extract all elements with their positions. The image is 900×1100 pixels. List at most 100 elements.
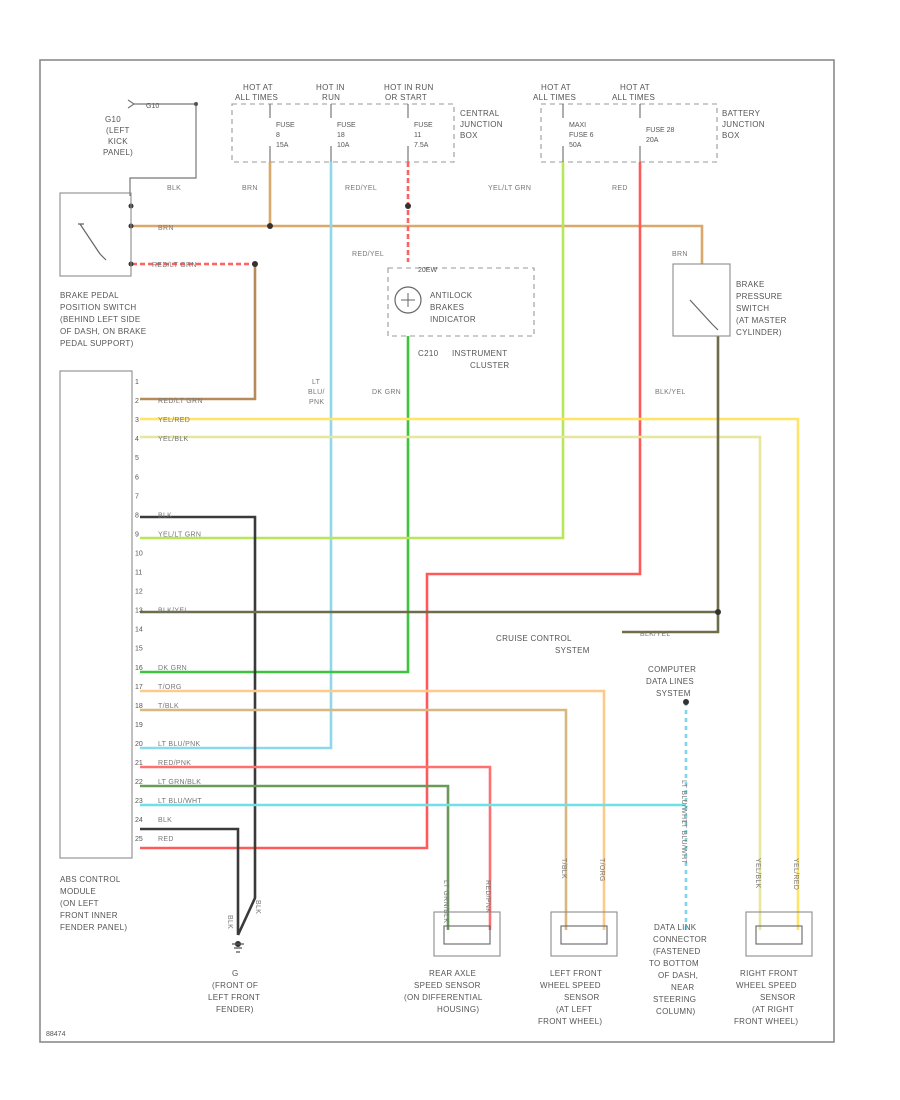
wire-t-org [140,689,606,930]
abs-pin-10: 10 [135,550,143,557]
g10-loc-1: (LEFT [106,126,130,135]
wl-red-yel-2: RED/YEL [352,251,384,258]
wire-blk-yel [140,336,720,614]
abs-pin-wire-label-2: RED/LT GRN [158,398,203,405]
wl-lt-blu-pnk-3: PNK [309,399,324,406]
fuse-d-line3: 50A [569,142,582,149]
abs-pin-21: 21 [135,760,143,767]
c210-l2: INSTRUMENT [452,349,507,358]
abs-pin-6: 6 [135,474,139,481]
fuse-c-line3: 7.5A [414,142,429,149]
abs-pin-18: 18 [135,703,143,710]
central-junction-box-outline [231,103,455,163]
wire-label-blk-top: BLK [167,185,181,192]
fuse-e-line2: 20A [646,137,659,144]
hot-label-2a: HOT IN [316,83,345,92]
gnd-l2: (FRONT OF [212,981,258,990]
abs-pin-17: 17 [135,684,143,691]
computer-l3: SYSTEM [656,689,691,698]
bulb-filament-icon [401,293,415,307]
g10-title: G10 [105,115,121,124]
g10-loc-3: PANEL) [103,148,133,157]
left-front-wheel-speed-sensor: LEFT FRONT WHEEL SPEED SENSOR (AT LEFT F… [538,858,618,1026]
ps-l3: SWITCH [736,304,769,313]
computer-l2: DATA LINES [646,677,694,686]
ground-front-fender: BLK BLK G (FRONT OF LEFT FRONT FENDER) [208,900,261,1014]
wl-red: RED [612,185,628,192]
hot-label-4b: ALL TIMES [533,93,576,102]
diagram-frame [39,59,835,1043]
fuse-b-line3: 10A [337,142,350,149]
battery-jb-label-3: BOX [722,131,740,140]
abs-pin-wire-label-20: LT BLU/PNK [158,741,200,748]
hot-label-5b: ALL TIMES [612,93,655,102]
wire-yel-blk [140,435,762,930]
wl-gnd-2: BLK [254,900,261,914]
hot-label-3b: OR START [385,93,427,102]
sensor-connector-icon [560,925,608,945]
fuses [269,104,641,162]
wire-blk-yel-cruise [622,612,720,634]
abs-l4: FRONT INNER [60,911,118,920]
abs-pin-16: 16 [135,665,143,672]
wire-yel-red [140,417,800,930]
abs-pin-11: 11 [135,570,142,577]
abs-pin-13: 13 [135,608,143,615]
central-jb-label-3: BOX [460,131,478,140]
abs-pin-wire-label-18: T/BLK [158,703,179,710]
fuse-d-line2: FUSE 6 [569,132,594,139]
wl-lt-blu-pnk-2: BLU/ [308,389,325,396]
pressure-contact-icon [689,299,719,331]
right-front-wheel-speed-sensor: RIGHT FRONT WHEEL SPEED SENSOR (AT RIGHT… [734,858,813,1026]
rear-l4: HOUSING) [437,1005,479,1014]
ps-l2: PRESSURE [736,292,782,301]
wire-lt-blu-pnk [140,162,333,750]
g10-loc-2: KICK [108,137,128,146]
dlc-l7: STEERING [653,995,696,1004]
hot-label-5a: HOT AT [620,83,650,92]
abs-pin-2: 2 [135,398,139,405]
lamp-l2: BRAKES [430,303,464,312]
data-link-connector: LT BLU/WHT LT BLU/WHT DATA LINK CONNECTO… [649,780,707,1016]
abs-pin-wire-label-8: BLK [158,512,172,519]
ground-g10-icon [127,99,136,109]
abs-pin-wire-label-21: RED/PNK [158,760,191,767]
dlc-l1: DATA LINK [654,923,697,932]
abs-pin-14: 14 [135,627,143,634]
rf-l5: FRONT WHEEL) [734,1017,798,1026]
abs-pin-8: 8 [135,512,139,519]
brake-pressure-switch: BRAKE PRESSURE SWITCH (AT MASTER CYLINDE… [672,263,786,337]
lamp-l1: ANTILOCK [430,291,473,300]
wl-t-blk: T/BLK [560,858,567,879]
bulb-label: 20EW [418,267,437,274]
pressure-switch-box [672,263,731,337]
wl-yel-blk: YEL/BLK [754,858,761,889]
cruise-l1: CRUISE CONTROL [496,634,572,643]
abs-pin-4: 4 [135,436,139,443]
antilock-indicator: 20EW ANTILOCK BRAKES INDICATOR C210 INST… [387,267,535,370]
abs-pin-15: 15 [135,646,143,653]
rf-l2: WHEEL SPEED [736,981,797,990]
abs-pin-wire-label-23: LT BLU/WHT [158,798,202,805]
wire-red-pnk [140,765,492,930]
dlc-l2: CONNECTOR [653,935,707,944]
central-jb-label-1: CENTRAL [460,109,500,118]
rear-axle-speed-sensor: REAR AXLE SPEED SENSOR (ON DIFFERENTIAL … [404,880,501,1014]
fuse-a-line3: 15A [276,142,289,149]
dlc-l6: NEAR [671,983,694,992]
dlc-l8: COLUMN) [656,1007,695,1016]
abs-pin-wire-label-24: BLK [158,817,172,824]
abs-pin-wire-label-3: YEL/RED [158,417,190,424]
fuse-a-line1: FUSE [276,122,295,129]
wl-yel-lt-grn: YEL/LT GRN [488,185,531,192]
wl-red-lt-grn: RED/LT GRN [152,262,197,269]
brake-switch-l5: PEDAL SUPPORT) [60,339,134,348]
lf-l4: (AT LEFT [556,1005,592,1014]
switch-contact-icon [78,223,107,261]
wl-lt-blu-pnk-1: LT [312,379,321,386]
rear-l2: SPEED SENSOR [414,981,481,990]
battery-jb-label-2: JUNCTION [722,120,765,129]
wl-red-yel: RED/YEL [345,185,377,192]
rf-l1: RIGHT FRONT [740,969,798,978]
